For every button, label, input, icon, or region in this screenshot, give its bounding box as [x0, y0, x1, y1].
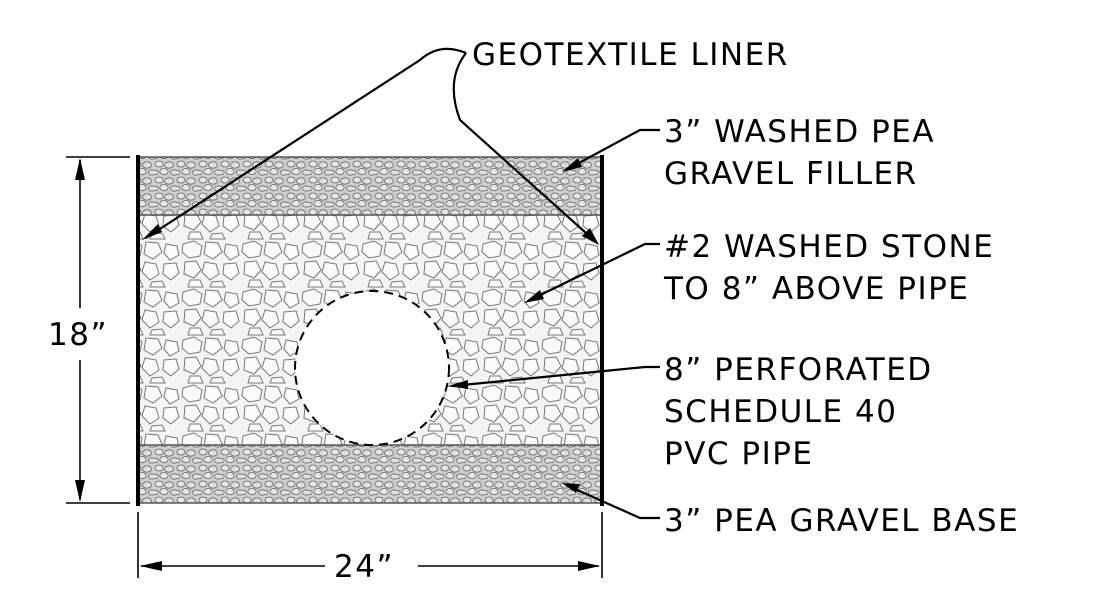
- filler-arrowhead: [562, 158, 582, 172]
- stone-label-line2: TO 8” ABOVE PIPE: [663, 271, 969, 307]
- height-arrow-bottom: [75, 480, 85, 502]
- pipe-arrowhead: [448, 380, 468, 389]
- stone-label-line1: #2 WASHED STONE: [664, 229, 994, 265]
- pipe-label-line1: 8” PERFORATED: [664, 352, 933, 388]
- stone-arrowhead: [524, 290, 544, 303]
- pea-gravel-base-layer: [138, 445, 602, 503]
- height-arrow-top: [75, 158, 85, 180]
- filler-leader: [565, 128, 660, 171]
- height-dimension-label: 18”: [48, 317, 108, 353]
- base-arrowhead: [562, 483, 580, 493]
- width-dimension-label: 24”: [334, 549, 394, 585]
- pipe-leader: [451, 365, 660, 388]
- width-arrow-left: [140, 561, 162, 571]
- perforated-pvc-pipe: [294, 290, 450, 446]
- stone-leader: [527, 242, 660, 302]
- geotextile-liner-label: GEOTEXTILE LINER: [472, 37, 789, 73]
- pipe-label-line3: PVC PIPE: [664, 436, 814, 472]
- geotextile-left-arrowhead: [142, 224, 162, 240]
- pipe-label-line2: SCHEDULE 40: [664, 394, 897, 430]
- base-leader: [565, 483, 660, 520]
- base-label: 3” PEA GRAVEL BASE: [664, 503, 1019, 539]
- geotextile-right-arrowhead: [582, 228, 599, 245]
- pea-gravel-filler-layer: [138, 157, 602, 215]
- filler-label-line1: 3” WASHED PEA: [664, 114, 935, 150]
- width-arrow-right: [578, 561, 600, 571]
- geotextile-leader-left: [145, 47, 467, 239]
- filler-label-line2: GRAVEL FILLER: [664, 156, 918, 192]
- geotextile-leader-right: [452, 52, 597, 243]
